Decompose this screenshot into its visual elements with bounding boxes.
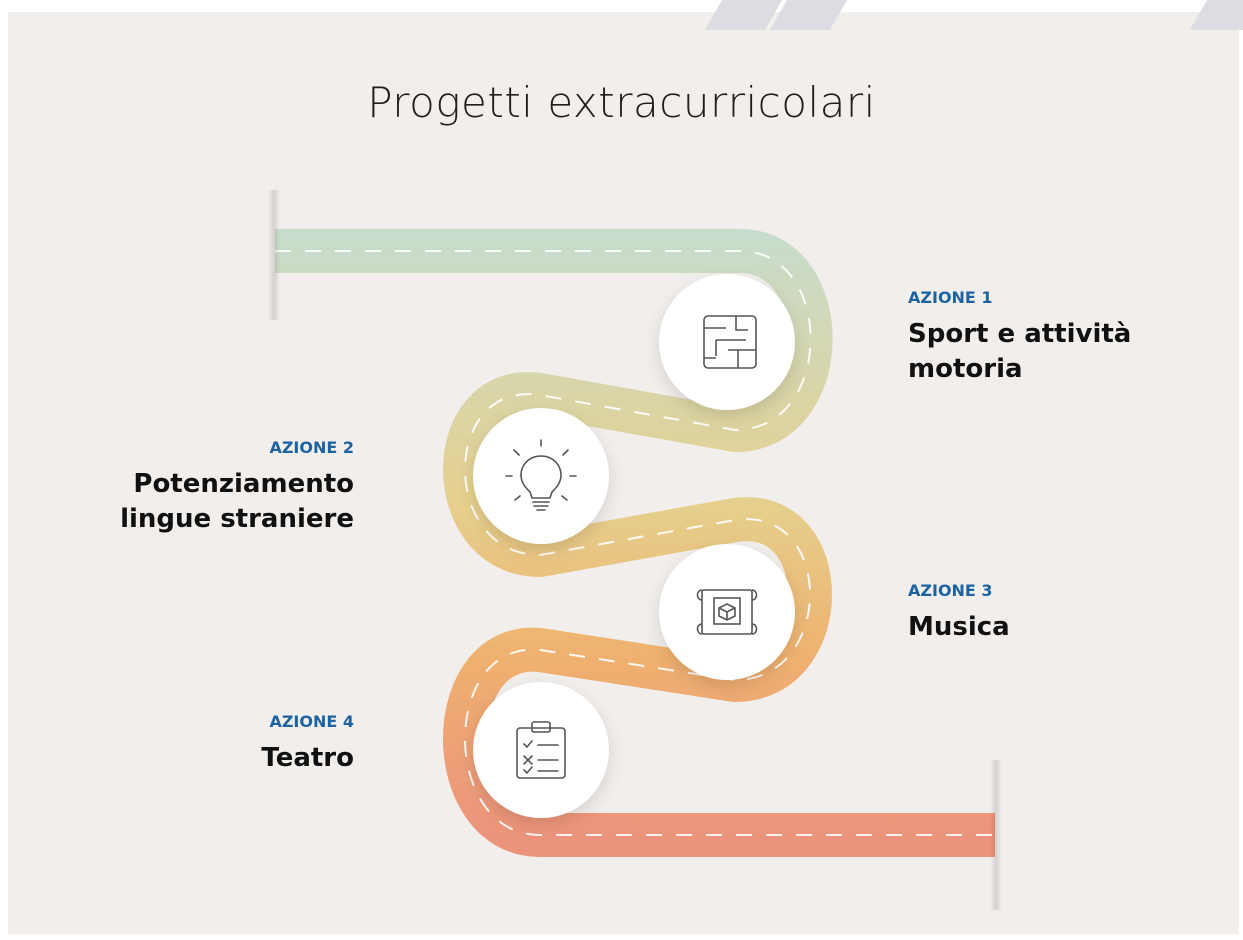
road-start-cap xyxy=(268,190,280,320)
action-1: AZIONE 1 Sport e attività motoria xyxy=(908,288,1208,387)
action-1-name: Sport e attività motoria xyxy=(908,319,1132,384)
action-4: AZIONE 4 Teatro xyxy=(60,712,354,776)
road-path xyxy=(275,229,995,857)
action-4-name: Teatro xyxy=(261,743,354,773)
clipboard-checklist-icon xyxy=(516,721,566,779)
step-circle-4 xyxy=(473,682,609,818)
action-3-name: Musica xyxy=(908,612,1010,642)
road-lane-markings xyxy=(275,250,995,836)
step-circle-3 xyxy=(659,544,795,680)
action-2: AZIONE 2 Potenziamento lingue straniere xyxy=(60,438,354,537)
maze-icon xyxy=(703,315,757,369)
road-end-cap xyxy=(990,760,1002,910)
page-title: Progetti extracurricolari xyxy=(367,78,876,127)
action-1-tag: AZIONE 1 xyxy=(908,288,993,307)
lightbulb-icon xyxy=(505,439,577,511)
action-2-name: Potenziamento lingue straniere xyxy=(120,469,354,534)
step-circle-2 xyxy=(473,408,609,544)
action-3-tag: AZIONE 3 xyxy=(908,581,993,600)
step-circle-1 xyxy=(659,274,795,410)
action-3: AZIONE 3 Musica xyxy=(908,581,1208,645)
action-4-tag: AZIONE 4 xyxy=(269,712,354,731)
blueprint-box-icon xyxy=(696,589,758,635)
slide-background xyxy=(8,12,1239,934)
action-2-tag: AZIONE 2 xyxy=(269,438,354,457)
